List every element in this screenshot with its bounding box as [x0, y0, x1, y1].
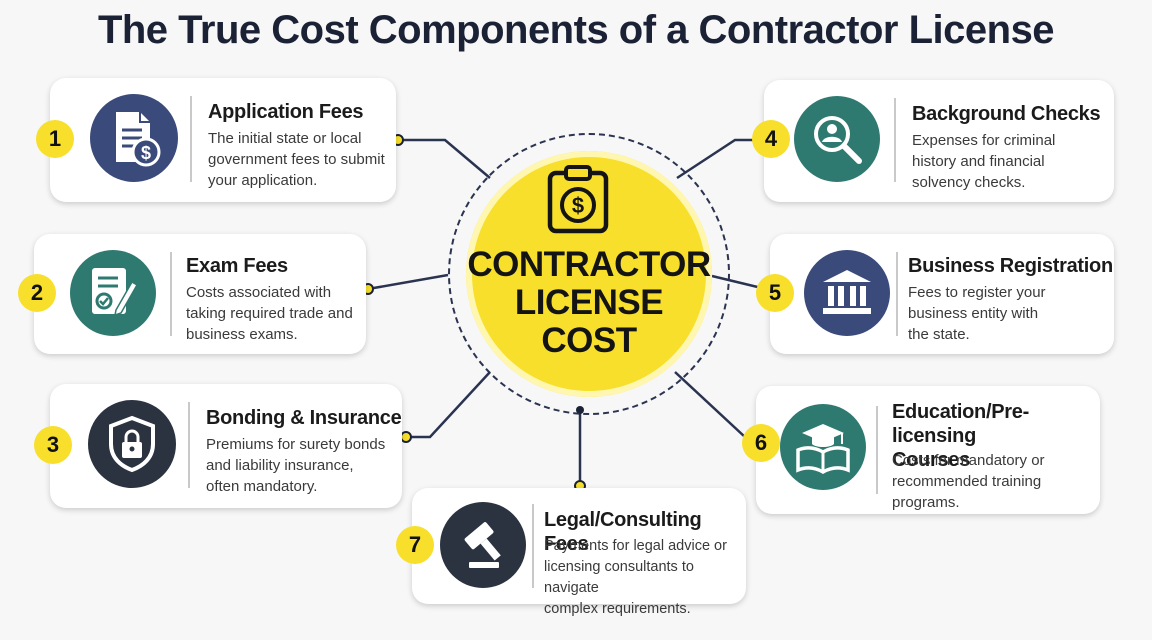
svg-text:$: $ [141, 143, 151, 163]
card-description: The initial state or local government fe… [208, 128, 385, 191]
desc-line: government fees to submit [208, 151, 385, 168]
connector-1 [398, 138, 491, 179]
divider [532, 504, 534, 588]
badge-5: 5 [756, 274, 794, 312]
desc-line: the state. [908, 326, 970, 343]
title-line: Education/Pre-licensing [892, 401, 1029, 447]
icon-circle [804, 250, 890, 336]
center-line-3: COST [541, 321, 637, 360]
gavel-icon [464, 522, 501, 568]
badge-1: 1 [36, 120, 74, 158]
clipboard-dollar-icon: $ [547, 165, 609, 234]
icon-circle: $ [90, 94, 178, 182]
component-card-education-courses: Education/Pre-licensing Courses Costs fo… [756, 386, 1100, 514]
card-title: Exam Fees [186, 255, 288, 277]
document-dollar-icon: $ [116, 112, 161, 167]
center-line-2: LICENSE [514, 283, 664, 322]
card-title: Education/Pre-licensing Courses [892, 400, 1100, 472]
icon-circle [440, 502, 526, 588]
card-description: Costs for mandatory or recommended train… [892, 450, 1045, 513]
center-line-1: CONTRACTOR [467, 245, 711, 284]
center-label: CONTRACTOR LICENSE COST [458, 246, 720, 360]
component-card-bonding-insurance: Bonding & Insurance Premiums for surety … [50, 384, 402, 508]
desc-line: taking required trade and [186, 305, 353, 322]
component-card-background-checks: Background Checks Expenses for criminal … [764, 80, 1114, 202]
card-title: Business Registration [908, 255, 1113, 277]
divider [170, 252, 172, 336]
divider [190, 96, 192, 182]
desc-line: solvency checks. [912, 174, 1026, 191]
badge-6: 6 [742, 424, 780, 462]
badge-7: 7 [396, 526, 434, 564]
desc-line: your application. [208, 172, 318, 189]
icon-circle [780, 404, 866, 490]
card-title: Background Checks [912, 103, 1101, 125]
desc-line: Costs for mandatory or [892, 452, 1045, 469]
connector-2 [367, 273, 449, 291]
desc-line: business exams. [186, 326, 298, 343]
desc-line: business entity with [908, 305, 1039, 322]
divider [876, 406, 878, 494]
exam-checklist-icon [92, 268, 139, 317]
card-title: Application Fees [208, 101, 364, 123]
desc-line: history and financial [912, 153, 1045, 170]
component-card-business-registration: Business Registration Fees to register y… [770, 234, 1114, 354]
component-card-exam-fees: Exam Fees Costs associated with taking r… [34, 234, 366, 354]
component-card-application-fees: $ Application Fees The initial state or … [50, 78, 396, 202]
connector-dot-3 [400, 431, 412, 443]
desc-line: often mandatory. [206, 478, 318, 495]
desc-line: Expenses for criminal [912, 132, 1056, 149]
badge-3: 3 [34, 426, 72, 464]
desc-line: and liability insurance, [206, 457, 354, 474]
divider [896, 252, 898, 336]
card-description: Premiums for surety bonds and liability … [206, 434, 385, 497]
icon-circle [794, 96, 880, 182]
graduation-book-icon [796, 424, 850, 474]
card-description: Payments for legal advice or licensing c… [544, 536, 746, 620]
card-description: Fees to register your business entity wi… [908, 282, 1046, 345]
desc-line: complex requirements. [544, 601, 691, 617]
svg-text:$: $ [572, 193, 584, 218]
card-description: Expenses for criminal history and financ… [912, 130, 1055, 193]
card-title: Legal/Consulting Fees [544, 509, 702, 555]
divider [894, 98, 896, 182]
icon-circle [88, 400, 176, 488]
card-title: Bonding & Insurance [206, 407, 402, 429]
desc-line: The initial state or local [208, 130, 362, 147]
desc-line: Premiums for surety bonds [206, 436, 386, 453]
desc-line: Fees to register your [908, 284, 1046, 301]
bank-building-icon [823, 270, 871, 314]
desc-line: Costs associated with [186, 284, 332, 301]
desc-line: Payments for legal advice or [544, 538, 727, 554]
badge-4: 4 [752, 120, 790, 158]
center-ring [448, 133, 730, 415]
shield-lock-icon [109, 415, 155, 473]
desc-line: programs. [892, 494, 960, 511]
connector-3 [406, 371, 491, 439]
title-line: Courses [892, 449, 970, 471]
magnifier-person-icon [814, 116, 862, 164]
desc-line: recommended training [892, 473, 1042, 490]
component-card-legal-consulting-fees: Legal/Consulting Fees Payments for legal… [412, 488, 746, 617]
card-description: Costs associated with taking required tr… [186, 282, 353, 345]
badge-2: 2 [18, 274, 56, 312]
desc-line: licensing consultants to navigate [544, 559, 694, 596]
icon-circle [70, 250, 156, 336]
divider [188, 402, 190, 488]
page-title: The True Cost Components of a Contractor… [97, 8, 1055, 52]
connector-6 [674, 371, 758, 439]
